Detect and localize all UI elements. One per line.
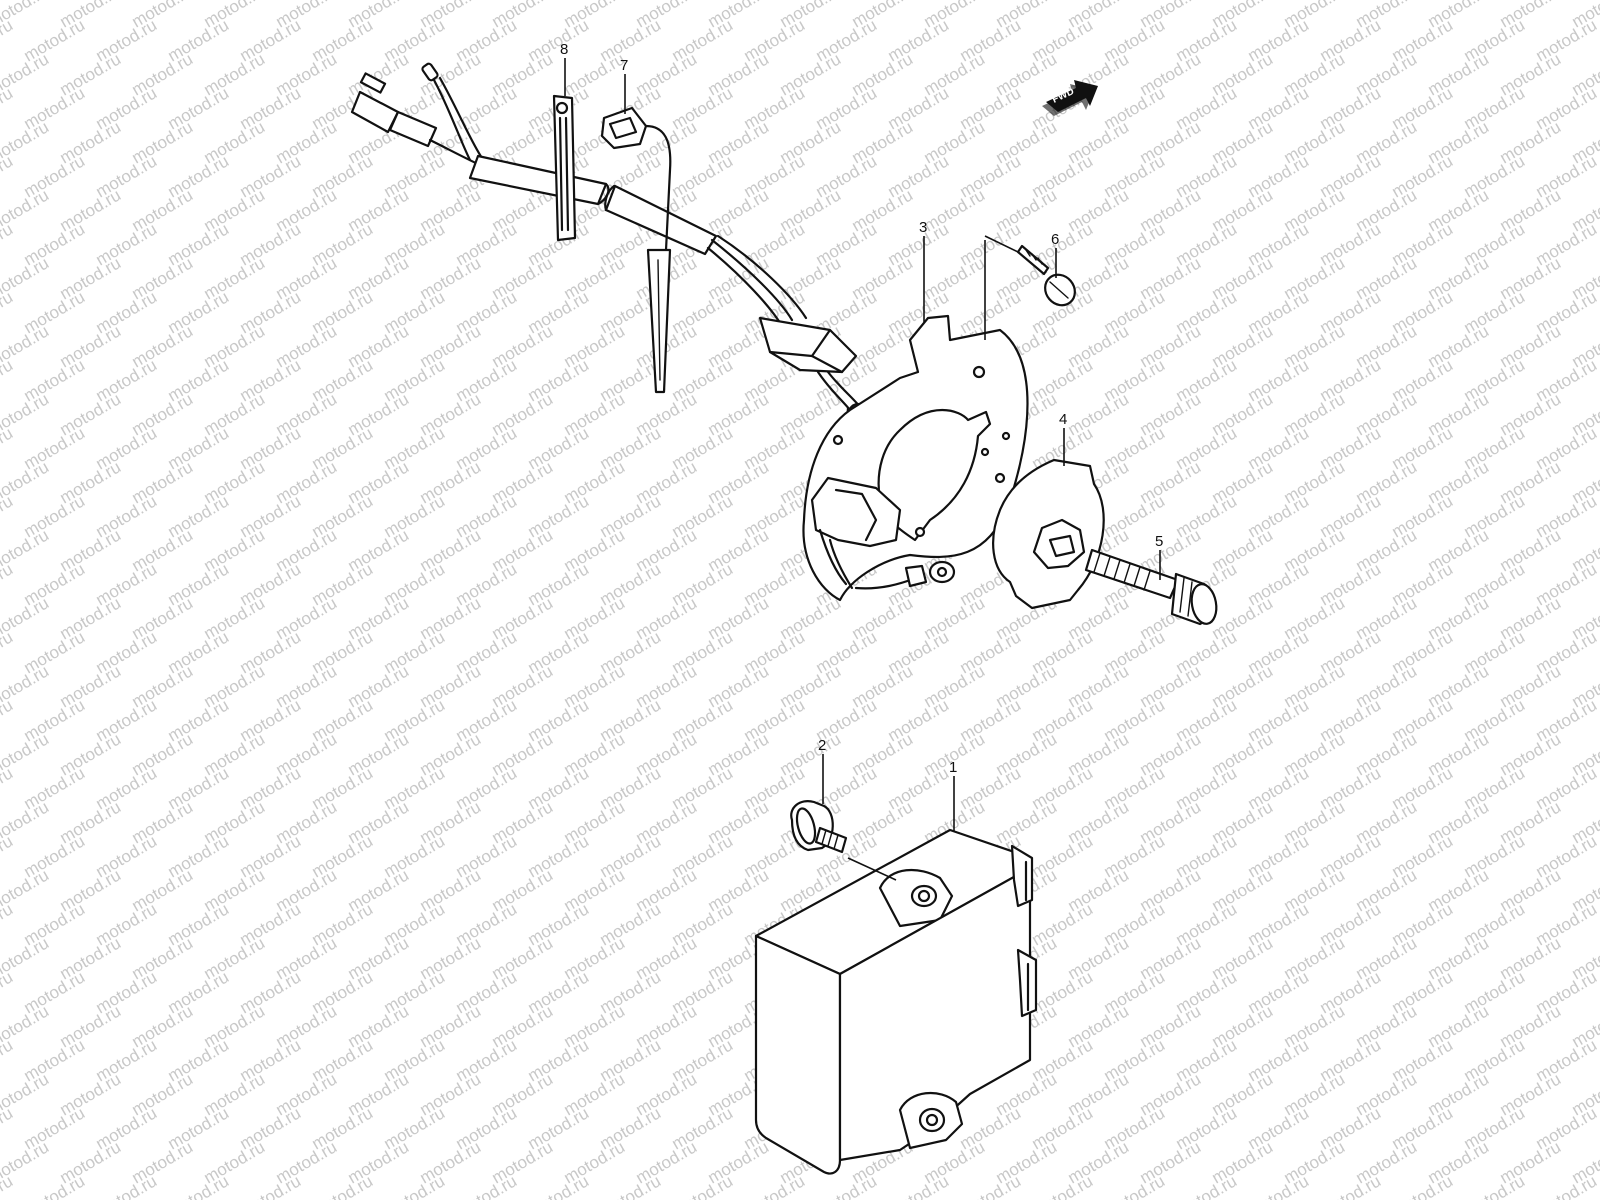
fwd-direction-arrow: FWD	[1042, 80, 1098, 116]
coupler-body	[388, 110, 438, 148]
callout-labels: 1 2 3 4 5 6 7 8	[560, 41, 1163, 776]
leader-lines	[564, 58, 1161, 881]
plate-cutout	[877, 408, 992, 542]
pickup-coil	[810, 476, 902, 548]
callout-7: 7	[620, 57, 628, 74]
plate-screw	[1016, 244, 1076, 307]
callout-6: 6	[1051, 231, 1059, 248]
igniter-bolt	[790, 800, 848, 854]
harness-sleeve	[468, 154, 608, 206]
grommet	[758, 316, 858, 374]
coupler-connector	[350, 90, 400, 134]
callout-3: 3	[919, 219, 927, 236]
bullet-terminal	[421, 62, 439, 82]
pickup-plate	[802, 314, 1029, 602]
callout-5: 5	[1155, 533, 1163, 550]
callout-8: 8	[560, 41, 568, 58]
wire-terminal	[359, 72, 387, 94]
callout-1: 1	[949, 759, 957, 776]
rotor-bolt	[1084, 548, 1218, 626]
callout-4: 4	[1059, 411, 1067, 428]
clamp-strap	[552, 94, 577, 242]
signal-rotor	[992, 458, 1105, 610]
callout-2: 2	[818, 737, 826, 754]
igniter-unit	[754, 828, 1038, 1175]
harness-sleeve	[604, 184, 718, 256]
lead-connector	[600, 106, 672, 394]
